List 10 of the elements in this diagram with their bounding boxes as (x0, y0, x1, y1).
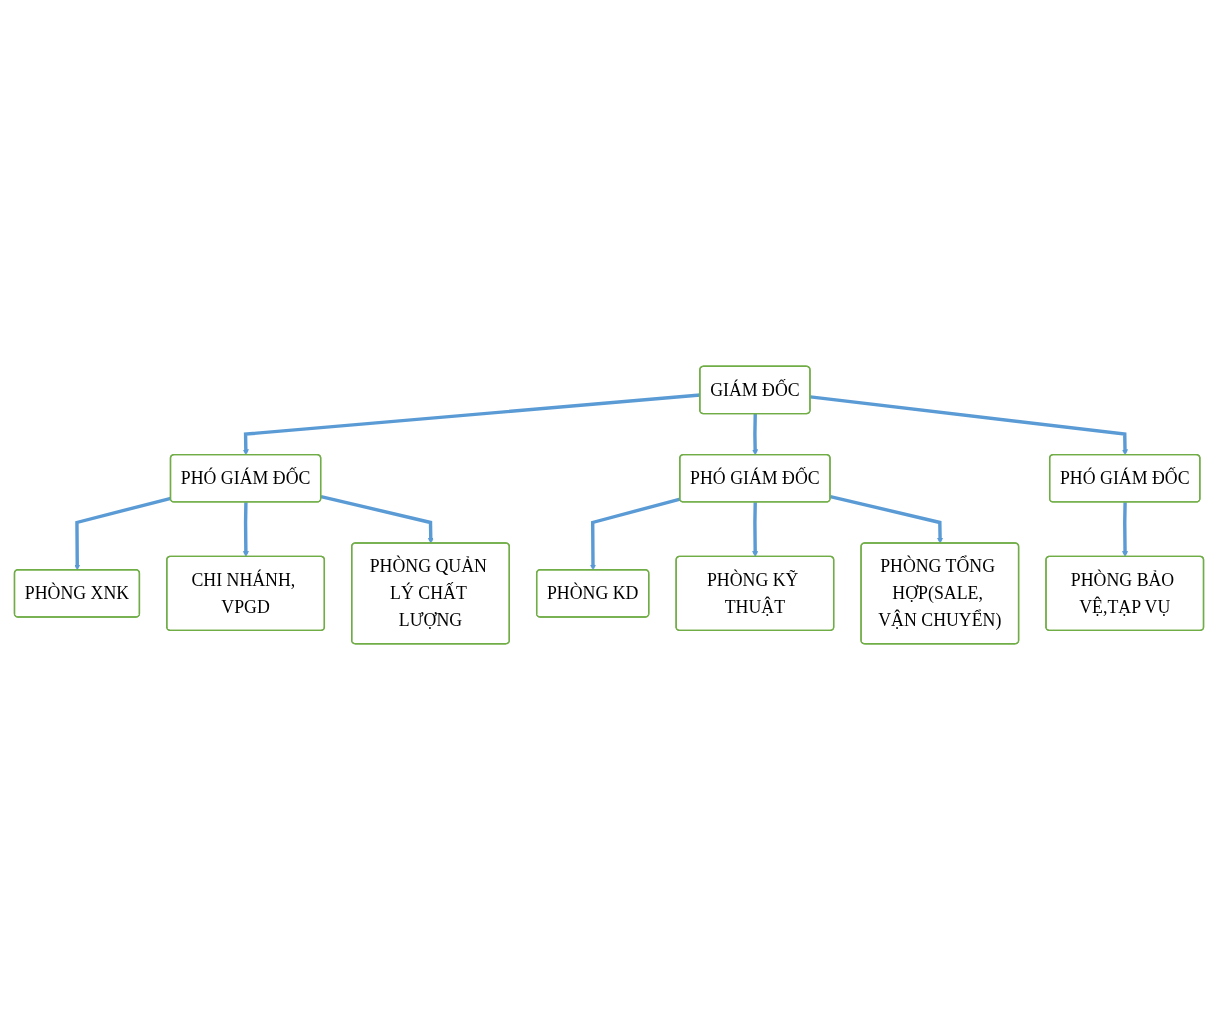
arrow (589, 497, 681, 571)
arrow (73, 496, 171, 571)
arrow (829, 494, 943, 544)
arrow (242, 502, 249, 557)
arrow (242, 393, 700, 456)
arrow (320, 494, 434, 544)
arrow (809, 395, 1128, 456)
arrow (751, 502, 758, 557)
arrow (751, 413, 758, 456)
arrow (1121, 502, 1128, 557)
